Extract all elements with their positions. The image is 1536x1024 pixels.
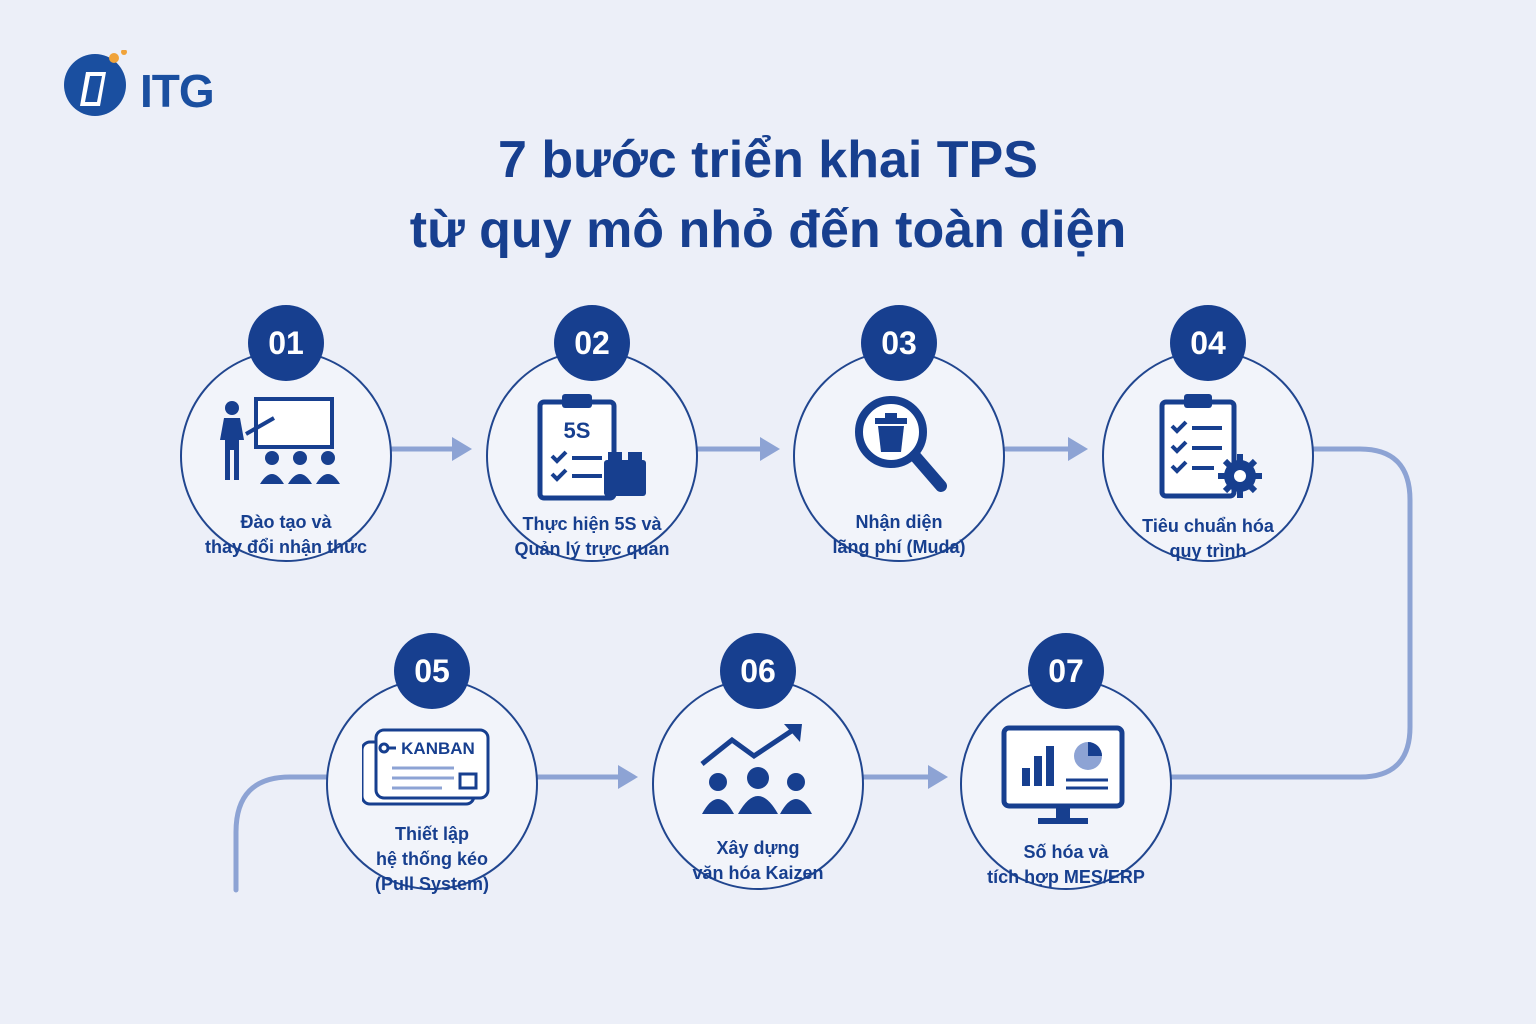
step-number-badge: 07 bbox=[1028, 633, 1104, 709]
step-04: 04 Tiêu chuẩn hóa quy trình bbox=[1102, 305, 1314, 562]
step-label: Đào tạo và thay đổi nhận thức bbox=[204, 512, 368, 557]
step-label: Xây dựng văn hóa Kaizen bbox=[692, 838, 824, 883]
kanban-card-icon: KANBAN bbox=[362, 728, 490, 806]
step-label: Thiết lập hệ thống kéo (Pull System) bbox=[374, 824, 490, 894]
step-03: 03 Nhận diện lãng phí (Muda) bbox=[793, 305, 1005, 562]
itg-logo-icon bbox=[64, 50, 127, 116]
step-number-badge: 01 bbox=[248, 305, 324, 381]
step-05: 05 KANBAN Thiết lập hệ thống kéo (Pull S… bbox=[326, 633, 538, 894]
step-number-badge: 06 bbox=[720, 633, 796, 709]
step-circle bbox=[180, 350, 392, 562]
title-line-2: từ quy mô nhỏ đến toàn diện bbox=[409, 201, 1127, 259]
step-02: 02 5S Thực hiện 5S và Quản lý trực quan bbox=[486, 305, 698, 562]
step-number-badge: 02 bbox=[554, 305, 630, 381]
step-01: 01 Đào tạo và thay đổi nhận thức bbox=[180, 305, 392, 562]
page-title: 7 bước triển khai TPS từ quy mô nhỏ đến … bbox=[0, 125, 1536, 265]
brand-name: ITG bbox=[140, 65, 215, 117]
magnifier-trash-icon bbox=[855, 396, 947, 492]
checklist-gear-icon bbox=[1159, 394, 1262, 499]
5s-clipboard-icon: 5S bbox=[537, 394, 646, 501]
step-label: Số hóa và tích hợp MES/ERP bbox=[987, 842, 1145, 887]
team-growth-icon bbox=[700, 724, 812, 814]
step-number-badge: 03 bbox=[861, 305, 937, 381]
loop-04-07 bbox=[1165, 446, 1413, 780]
icon-kanban-text: KANBAN bbox=[401, 739, 475, 758]
step-number-badge: 05 bbox=[394, 633, 470, 709]
presentation-training-icon bbox=[220, 397, 340, 484]
step-07: 07 Số hóa và tích hợp MES/ERP bbox=[960, 633, 1172, 890]
step-label: Thực hiện 5S và Quản lý trực quan bbox=[514, 514, 670, 559]
icon-5s-text: 5S bbox=[564, 418, 591, 443]
title-line-1: 7 bước triển khai TPS bbox=[498, 131, 1038, 189]
step-label: Tiêu chuẩn hóa quy trình bbox=[1142, 516, 1274, 561]
monitor-dashboard-icon bbox=[1001, 725, 1125, 824]
step-06: 06 Xây dựng văn hóa Kaizen bbox=[652, 633, 864, 890]
step-label: Nhận diện lãng phí (Muda) bbox=[832, 512, 966, 557]
step-number-badge: 04 bbox=[1170, 305, 1246, 381]
tail-05 bbox=[233, 774, 329, 893]
